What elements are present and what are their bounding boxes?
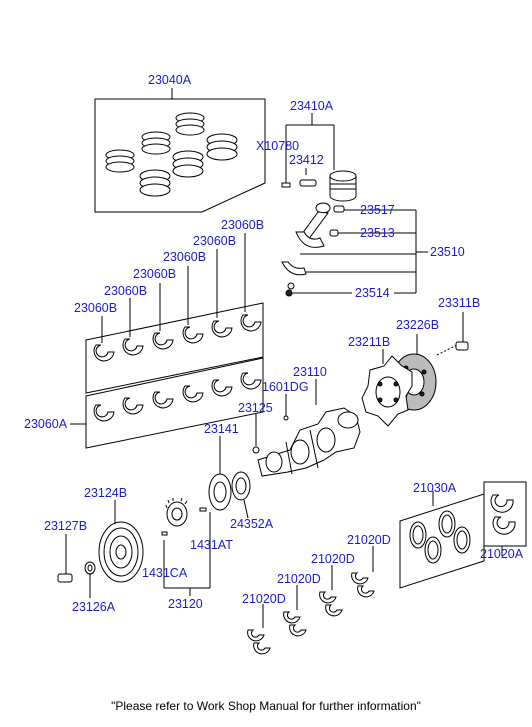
pulley-bolt: [57, 573, 73, 583]
label-23110: 23110: [293, 365, 327, 379]
rod-ring-set-box: [399, 491, 485, 589]
label-23124B: 23124B: [84, 486, 127, 500]
label-X10780: X10780: [256, 139, 299, 153]
label-21020D-4: 21020D: [242, 592, 286, 606]
label-23141: 23141: [204, 422, 239, 436]
label-23060B-1: 23060B: [74, 301, 117, 315]
crankshaft: [257, 407, 361, 477]
label-23514: 23514: [355, 286, 390, 300]
connecting-rod: [281, 202, 345, 297]
label-23060B-5: 23060B: [193, 234, 236, 248]
label-1601DG: 1601DG: [262, 380, 309, 394]
rod-bearing-box: [483, 481, 527, 547]
label-23211B: 23211B: [348, 335, 390, 349]
flywheel-bolt: [455, 341, 469, 351]
label-23060A: 23060A: [24, 417, 68, 431]
label-23060B-6: 23060B: [221, 218, 264, 232]
rod-bearings: [247, 572, 375, 655]
label-1431CA: 1431CA: [142, 566, 188, 580]
label-23120: 23120: [168, 597, 203, 611]
main-bearing-upper-row: [85, 302, 264, 394]
label-23125: 23125: [238, 401, 273, 415]
label-23510: 23510: [430, 245, 465, 259]
label-23060B-3: 23060B: [133, 267, 176, 281]
piston-rings: [105, 112, 238, 197]
label-23311B: 23311B: [438, 296, 480, 310]
thrust-washer: [208, 471, 251, 511]
label-23127B: 23127B: [44, 519, 87, 533]
label-1431AT: 1431AT: [190, 538, 233, 552]
label-23513: 23513: [360, 226, 395, 240]
label-23040A: 23040A: [148, 73, 192, 87]
main-bearing-lower-row: [85, 357, 264, 449]
label-21020D-2: 21020D: [311, 552, 355, 566]
label-23060B-4: 23060B: [163, 250, 206, 264]
flex-plate: [361, 355, 413, 427]
label-23517: 23517: [360, 203, 395, 217]
label-24352A: 24352A: [230, 517, 274, 531]
label-23412: 23412: [289, 153, 324, 167]
label-21020A: 21020A: [480, 547, 524, 561]
label-21020D-3: 21020D: [277, 572, 321, 586]
crank-pulley: [98, 521, 144, 583]
piston: [329, 170, 357, 202]
label-21030A: 21030A: [413, 481, 457, 495]
label-23226B: 23226B: [396, 318, 439, 332]
label-23126A: 23126A: [72, 600, 116, 614]
label-21020D-1: 21020D: [347, 533, 391, 547]
piston-ring-set-box: [94, 88, 266, 213]
footer-note: "Please refer to Work Shop Manual for fu…: [111, 699, 421, 713]
timing-sprocket: [165, 497, 188, 527]
pulley-washer: [84, 561, 96, 575]
piston-assembly: [281, 113, 357, 202]
label-23410A: 23410A: [290, 99, 334, 113]
label-23060B-2: 23060B: [104, 284, 147, 298]
